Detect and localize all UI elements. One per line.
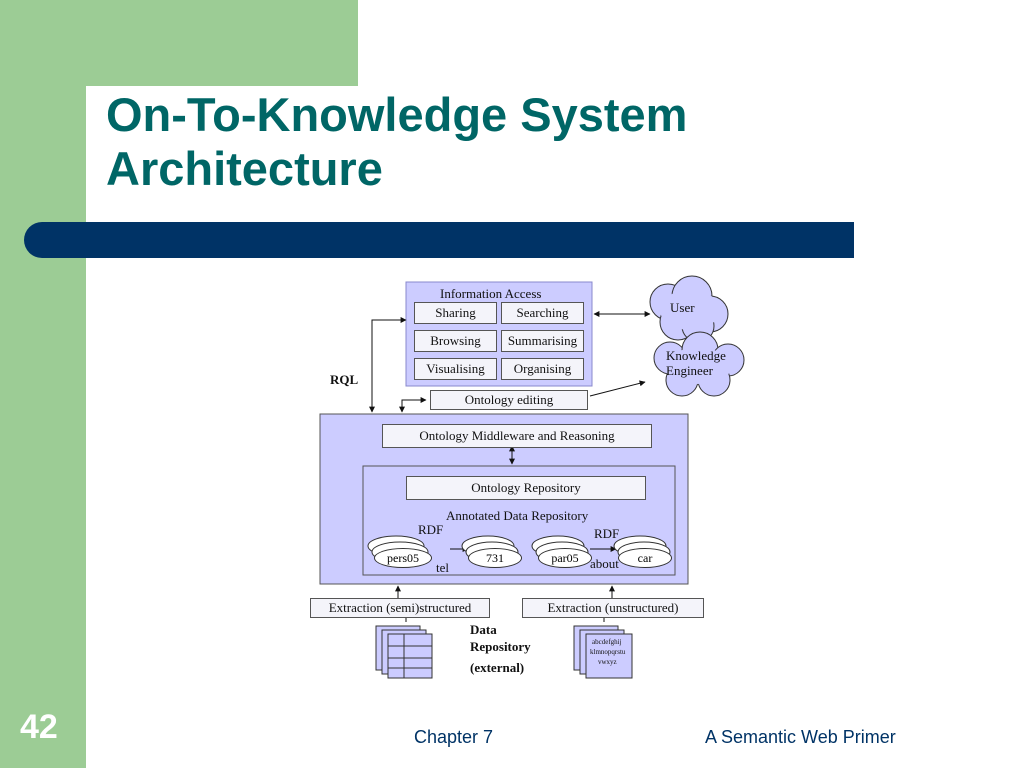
left-green-band: [0, 0, 86, 768]
title-divider-bar: [24, 222, 854, 258]
tool-organising: Organising: [501, 358, 584, 380]
footer-chapter: Chapter 7: [414, 727, 494, 747]
rql-label: RQL: [330, 372, 359, 387]
data-repository-label-3: (external): [470, 660, 525, 675]
rdf-label-right: RDF: [594, 526, 620, 541]
doc-text-line-3: vwxyz: [598, 658, 617, 666]
tool-searching: Searching: [501, 302, 584, 324]
knowledge-engineer-cloud-icon: [653, 331, 745, 397]
tool-sharing: Sharing: [414, 302, 497, 324]
user-label: User: [670, 300, 695, 315]
structured-data-icon: [375, 625, 433, 679]
title-line-1: On-To-Knowledge System: [106, 88, 688, 141]
unstructured-data-icon: [573, 625, 633, 679]
architecture-diagram: Information Access Sharing Searching Bro…: [300, 272, 750, 687]
data-repository-label-2: Repository: [470, 639, 531, 654]
extraction-unstructured-box: Extraction (unstructured): [522, 598, 704, 618]
rdf-label-left: RDF: [418, 522, 444, 537]
title-line-2: Architecture: [106, 142, 383, 195]
tool-summarising: Summarising: [501, 330, 584, 352]
annotated-repository-label: Annotated Data Repository: [446, 508, 589, 523]
node-pers05: pers05: [374, 548, 432, 568]
node-731: 731: [468, 548, 522, 568]
edge-tel-label: tel: [436, 560, 449, 575]
top-green-band: [0, 0, 358, 86]
slide-title: On-To-Knowledge System Architecture: [106, 88, 826, 196]
tool-visualising: Visualising: [414, 358, 497, 380]
ontology-repository-box: Ontology Repository: [406, 476, 646, 500]
user-cloud-icon: [649, 275, 729, 343]
tool-browsing: Browsing: [414, 330, 497, 352]
node-par05: par05: [538, 548, 592, 568]
edge-about-label: about: [590, 556, 619, 571]
doc-text-line-2: klmnopqrstu: [590, 648, 626, 656]
ontology-editing-box: Ontology editing: [430, 390, 588, 410]
middleware-box: Ontology Middleware and Reasoning: [382, 424, 652, 448]
knowledge-engineer-label: Knowledge Engineer: [666, 348, 726, 378]
data-repository-label-1: Data: [470, 622, 497, 637]
extraction-semistructured-box: Extraction (semi)structured: [310, 598, 490, 618]
information-access-label: Information Access: [440, 286, 542, 301]
doc-text-line-1: abcdefghij: [592, 638, 622, 646]
footer-book-title: A Semantic Web Primer: [705, 727, 896, 747]
page-number: 42: [20, 708, 58, 746]
node-car: car: [618, 548, 672, 568]
